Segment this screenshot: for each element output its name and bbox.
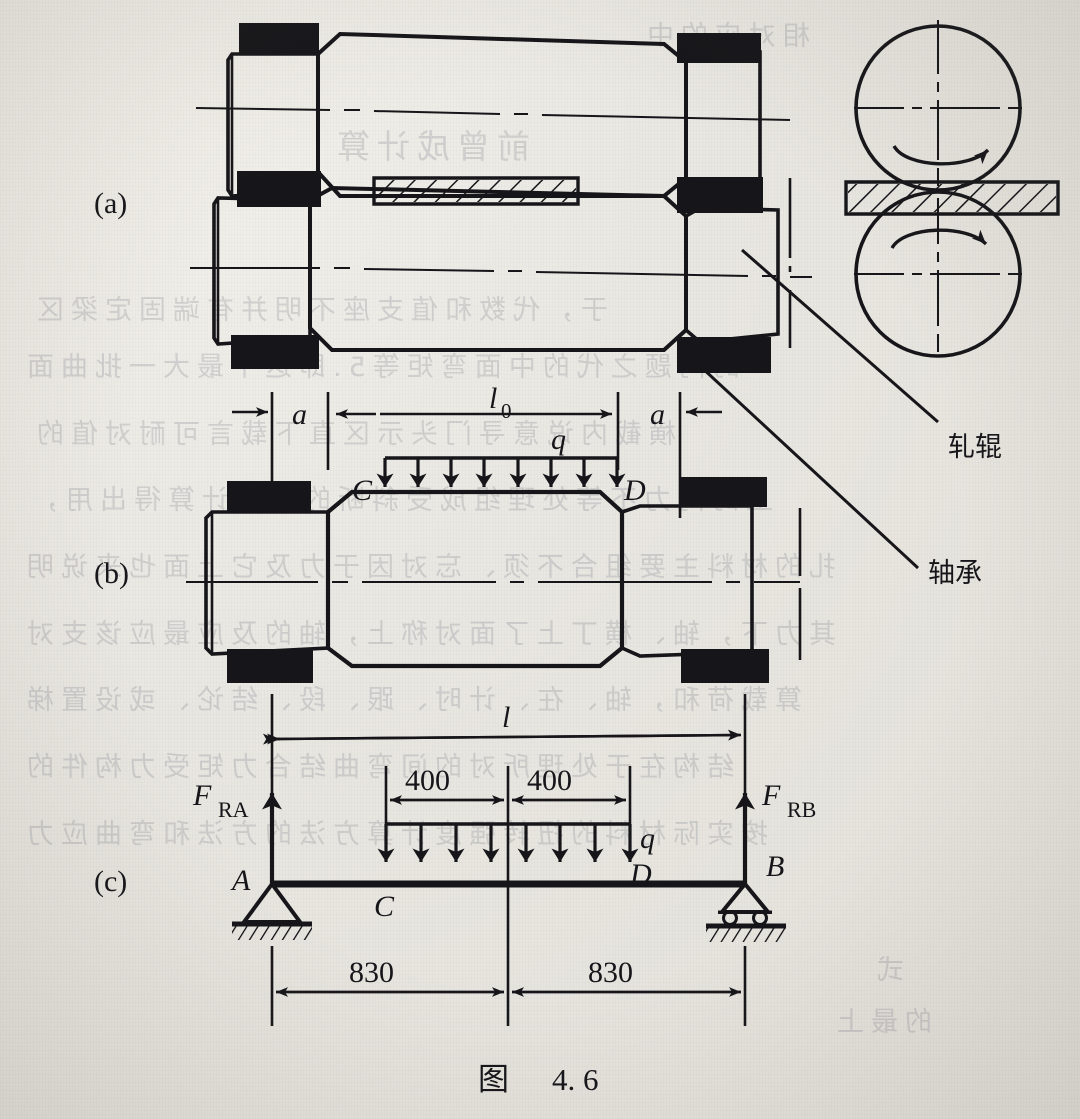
- callout-bearing-label: 轴承: [928, 558, 982, 589]
- callout-roll-label: 轧辊: [948, 432, 1002, 463]
- reaction-label-b: F: [761, 779, 781, 812]
- rolled-plate-end-view: [844, 180, 1060, 216]
- dim-400-right: 400: [527, 764, 572, 797]
- bearing-upper-right-bottom: [677, 177, 763, 213]
- panel-label-a: (a): [94, 187, 127, 220]
- dim-l0: l: [489, 382, 497, 415]
- panel-b-point-d: D: [623, 474, 646, 507]
- upper-rotation-arrow: [892, 144, 990, 166]
- dim-830-right: 830: [588, 956, 633, 989]
- figure-caption-number: 4. 6: [552, 1062, 599, 1097]
- panel-b-distributed-load: [376, 456, 626, 487]
- bearing-lower-right-bottom: [677, 337, 771, 373]
- panel-b-dimensions: [232, 392, 722, 518]
- span-label-l: l: [502, 701, 510, 734]
- bearing-b-left-top: [227, 481, 311, 511]
- upper-roll-centerlines: [854, 20, 1022, 186]
- bearing-upper-left-top: [239, 23, 319, 53]
- bearing-b-right-bottom: [681, 649, 769, 683]
- reaction-label-a: F: [192, 779, 212, 812]
- dim-a-right: a: [650, 398, 665, 431]
- dim-400-left: 400: [405, 764, 450, 797]
- bearing-b-left-bottom: [227, 649, 313, 683]
- bearing-lower-left-bottom: [231, 335, 319, 369]
- support-pin-a: [232, 880, 312, 940]
- reaction-label-a-subscript: RA: [218, 797, 249, 822]
- point-b: B: [766, 850, 784, 883]
- point-a: A: [230, 864, 251, 897]
- leader-roll: [741, 248, 939, 424]
- panel-c-distributed-load: [377, 822, 639, 862]
- panel-b-roll: [186, 456, 802, 683]
- panel-c-load-label: q: [640, 822, 655, 855]
- bearing-b-right-top: [681, 477, 767, 507]
- panel-label-c: (c): [94, 865, 127, 898]
- panel-label-b: (b): [94, 557, 129, 590]
- panel-c-point-c: C: [374, 890, 395, 923]
- figure-caption-prefix: 图: [478, 1062, 509, 1097]
- text-layer: (a) (b) (c) 轧辊 轴承 a l 0 a q C D l 400 40…: [94, 187, 1002, 1097]
- panel-a-assembly: [190, 23, 939, 570]
- lower-roll-centerlines: [854, 198, 1022, 352]
- dim-l0-subscript: 0: [501, 399, 512, 423]
- leader-bearing: [698, 364, 920, 570]
- panel-b-load-label: q: [551, 423, 566, 456]
- panel-c-point-d: D: [629, 858, 652, 891]
- lower-rotation-arrow: [890, 228, 988, 250]
- support-roller-b: [706, 880, 786, 942]
- panel-b-point-c: C: [352, 474, 373, 507]
- dim-830-left: 830: [349, 956, 394, 989]
- dim-a-left: a: [292, 398, 307, 431]
- roll-end-view: [844, 20, 1060, 358]
- reaction-label-b-subscript: RB: [787, 797, 816, 822]
- bearing-upper-right-top: [677, 33, 761, 63]
- panel-c-beam-model: [232, 694, 786, 1026]
